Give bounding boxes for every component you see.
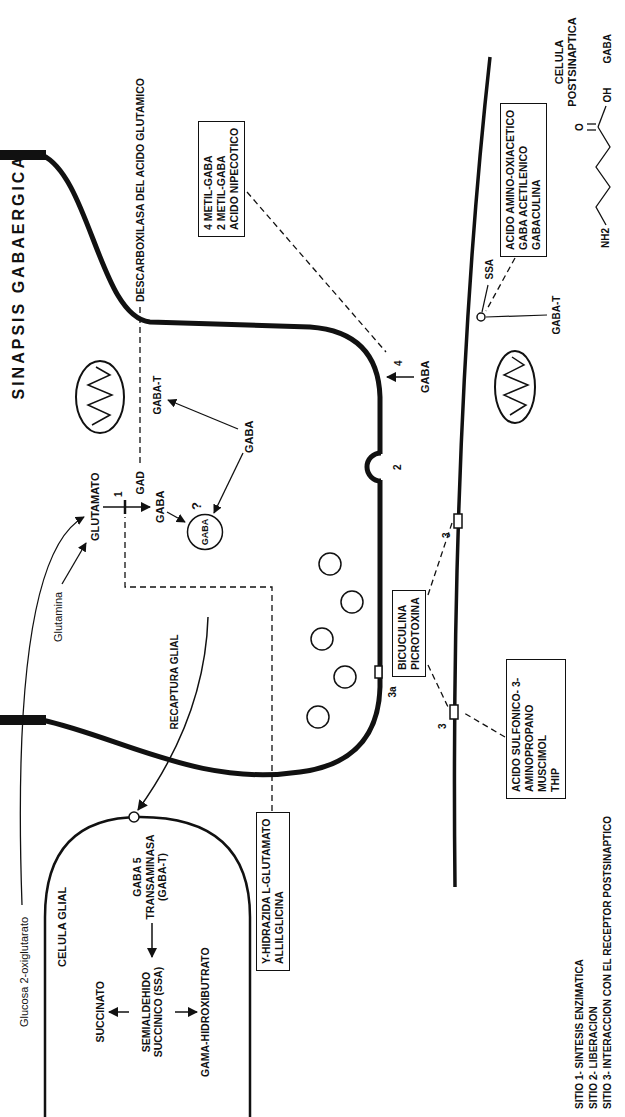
uptake-carrier bbox=[129, 812, 139, 822]
metabolite-label: SUCCINATO bbox=[94, 981, 107, 1042]
reuptake-arrow bbox=[387, 376, 414, 378]
antagonist-box: BICUCULINAPICROTOXINA bbox=[392, 590, 426, 677]
site-number: 4 bbox=[393, 360, 405, 366]
box-text: GABA bbox=[200, 519, 210, 546]
reaction-arrow bbox=[151, 923, 153, 957]
box-text: 4 METIL-GABA bbox=[202, 128, 215, 230]
reaction-arrow bbox=[109, 1011, 129, 1013]
box-text: 2 METIL-GABA bbox=[215, 128, 228, 230]
box-text: MUSCIMOL bbox=[536, 666, 549, 792]
box-text: ACIDO SULFONICO- 3-AMINOPROPANO bbox=[510, 666, 536, 792]
legend-line: SITIO 3- INTERACCION CON EL RECEPTOR POS… bbox=[602, 816, 614, 1109]
legend-line: SITIO 2- LIBERACION bbox=[588, 1006, 600, 1109]
precursor-arrow bbox=[20, 517, 84, 905]
site-number: 3a bbox=[387, 686, 399, 697]
metabolite-label: SSA bbox=[484, 259, 496, 280]
inhibitor-box: ACIDO AMINO-OXIACETICOGABA ACETILENICOGA… bbox=[500, 103, 547, 257]
enzyme-site bbox=[477, 313, 485, 321]
pathway-label: RECAPTURA GLIAL bbox=[169, 634, 181, 729]
gaba-receptor bbox=[454, 514, 462, 528]
site-number: 3 bbox=[441, 532, 453, 538]
metabolite-label: GLUTAMATO bbox=[89, 473, 102, 541]
agonist-box: ACIDO SULFONICO- 3-AMINOPROPANOMUSCIMOLT… bbox=[506, 659, 566, 799]
legend-line: SITIO 1- SINTESIS ENZIMATICA bbox=[574, 959, 586, 1109]
mitochondrion bbox=[495, 351, 535, 423]
question-mark: ? bbox=[189, 502, 205, 510]
diagram-title: SINAPSIS GABAERGICA bbox=[9, 154, 28, 399]
enzyme-line bbox=[486, 315, 547, 317]
box-text: ACIDO AMINO-OXIACETICO bbox=[504, 110, 517, 250]
inhibitor-leaders bbox=[125, 192, 515, 811]
enzyme-label: GABA 5 TRANSAMINASA (GABA-T) bbox=[131, 833, 169, 921]
box-text: ACIDO NIPECOTICO bbox=[228, 128, 241, 230]
mitochondrion bbox=[76, 361, 124, 433]
autoreceptor bbox=[375, 666, 382, 678]
substrate-label: Glucosa 2-oxiglutarato bbox=[18, 917, 31, 1027]
glial-cell-outline bbox=[45, 817, 250, 1117]
presynaptic-terminal bbox=[42, 155, 380, 775]
block-bar bbox=[124, 500, 127, 514]
enzyme-label: GABA-T bbox=[551, 296, 563, 335]
formula-atom: O bbox=[574, 123, 586, 131]
enzyme-label: GABA-T bbox=[152, 376, 164, 415]
box-text: BICUCULINA bbox=[396, 597, 409, 670]
metabolite-label: GABA bbox=[243, 421, 256, 453]
vesicle-outline bbox=[188, 515, 223, 550]
enzyme-label: GAD bbox=[134, 471, 147, 494]
inhibitor-box: Y-HIDRAZIDA L-GLUTAMATOALLILGLICINA bbox=[256, 812, 290, 971]
gad-arrow bbox=[103, 506, 150, 508]
box-text: GABA ACETILENICO bbox=[517, 110, 530, 250]
metabolite-label: GABA bbox=[154, 491, 167, 523]
box-text: THIP bbox=[549, 666, 562, 792]
gaba-formula bbox=[587, 106, 610, 225]
site-number: 2 bbox=[392, 464, 404, 470]
enzyme-line bbox=[482, 285, 488, 312]
cell-label: CELULA POSTSINAPTICA bbox=[553, 10, 579, 114]
box-text: PICROTOXINA bbox=[409, 597, 422, 670]
formula-atom: NH2 bbox=[600, 228, 612, 248]
gaba-receptor bbox=[450, 705, 458, 719]
exocytosis-pit bbox=[367, 453, 381, 481]
site-number: 3 bbox=[437, 723, 449, 729]
vesicle-circle: GABA bbox=[186, 513, 224, 551]
inhibitor-box: 4 METIL-GABA2 METIL-GABAACIDO NIPECOTICO bbox=[198, 121, 245, 237]
formula-atom: OH bbox=[602, 88, 614, 103]
reaction-arrow bbox=[175, 1011, 197, 1013]
box-text: Y-HIDRAZIDA L-GLUTAMATO bbox=[260, 819, 273, 964]
box-text: ALLILGLICINA bbox=[273, 819, 286, 964]
metabolite-label: GAMA-HIDROXIBUTRATO bbox=[199, 947, 212, 1077]
enzyme-label: DESCARBOXILASA DEL ACIDO GLUTAMICO bbox=[134, 78, 147, 302]
storage-arrow bbox=[214, 453, 243, 513]
glial-uptake-line bbox=[138, 617, 208, 810]
site-number: 1 bbox=[113, 491, 125, 497]
metabolite-label: SEMIALDEHIDO SUCCINICO (SSA) bbox=[140, 962, 165, 1062]
formula-name: GABA bbox=[602, 34, 614, 63]
precursor-arrow bbox=[62, 543, 86, 584]
degradation-arrow bbox=[168, 400, 238, 429]
postsynaptic-membrane bbox=[454, 57, 490, 887]
cell-label: CELULA GLIAL bbox=[56, 887, 69, 967]
synaptic-vesicles bbox=[307, 553, 363, 728]
storage-arrow bbox=[167, 512, 185, 522]
release-gap bbox=[377, 454, 384, 480]
substrate-label: Glutamina bbox=[52, 592, 65, 642]
metabolite-label: GABA bbox=[419, 361, 432, 393]
box-text: GABACULINA bbox=[530, 110, 543, 250]
